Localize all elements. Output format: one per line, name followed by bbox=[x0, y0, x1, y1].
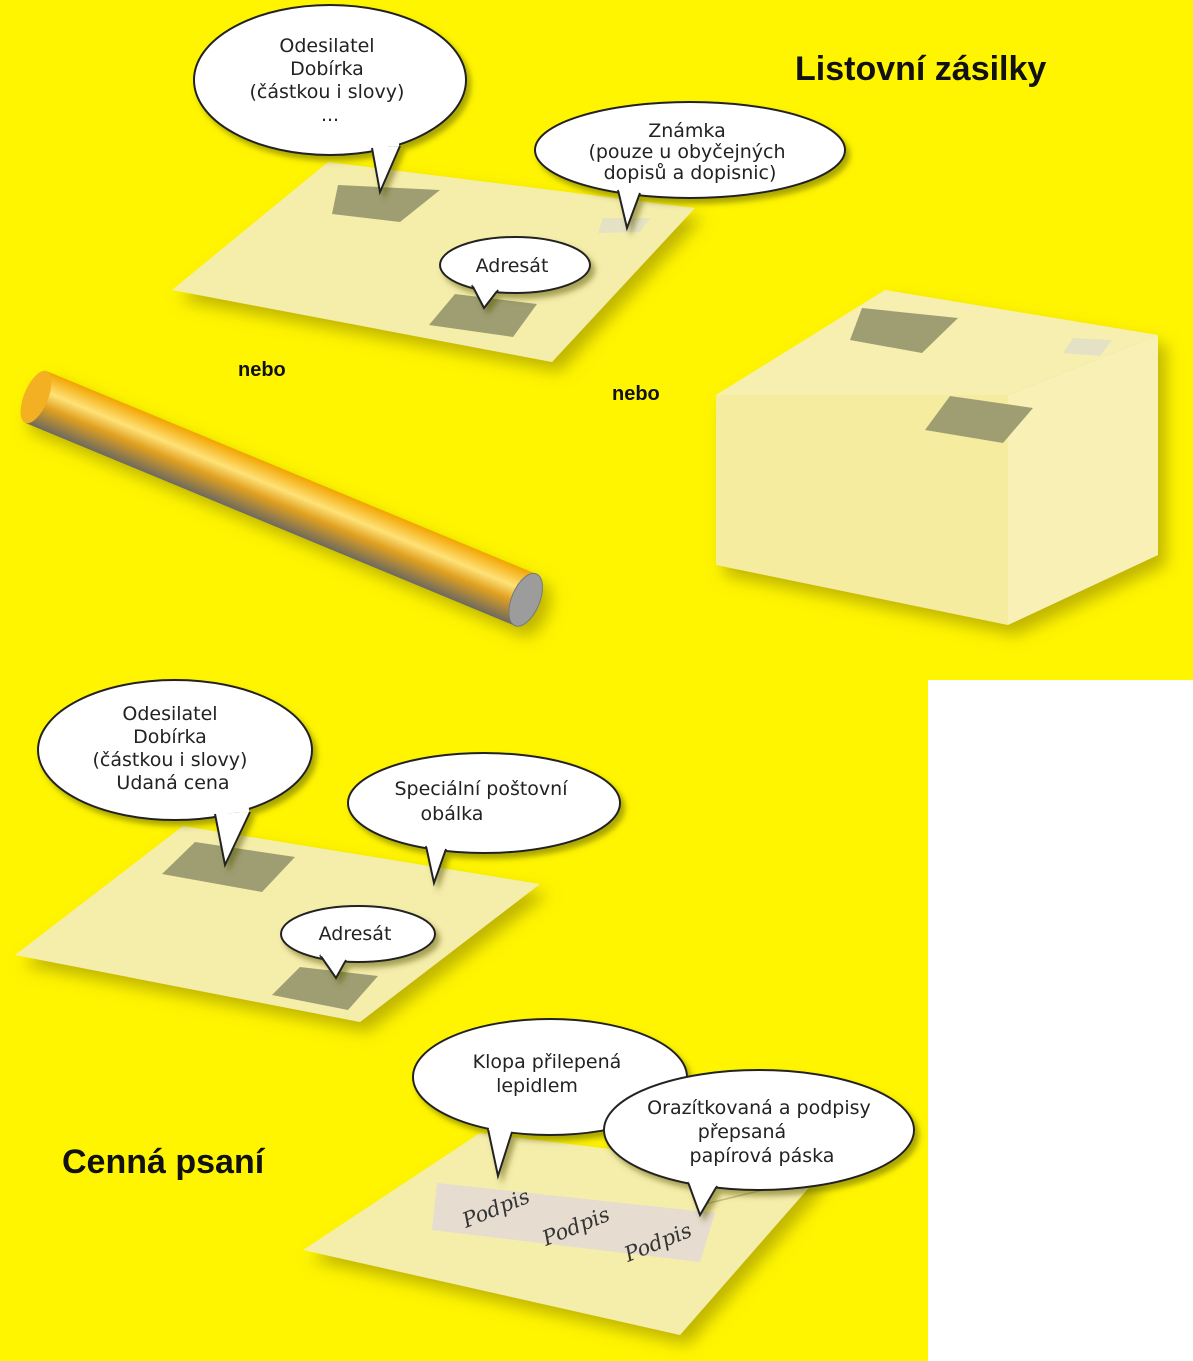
bubble-sender-bottom-line: Udaná cena bbox=[116, 772, 229, 794]
bubble-tape-line: přepsaná bbox=[698, 1121, 786, 1143]
bubble-sender-top-line: Dobírka bbox=[290, 58, 364, 80]
bubble-stamp-line: Známka bbox=[648, 120, 726, 142]
bubble-special-envelope-line: Speciální poštovní bbox=[394, 778, 568, 800]
bubble-special-envelope-line: obálka bbox=[421, 803, 484, 825]
title-cenna-psani: Cenná psaní bbox=[62, 1143, 266, 1181]
bubble-flap-line: lepidlem bbox=[496, 1075, 578, 1097]
bubble-sender-top-line: ... bbox=[321, 104, 339, 126]
bubble-recipient-bottom-text: Adresát bbox=[319, 923, 392, 945]
bubble-recipient-top-text: Adresát bbox=[476, 255, 549, 277]
bubble-stamp-line: dopisů a dopisnic) bbox=[604, 162, 777, 184]
bubble-sender-bottom-line: Odesilatel bbox=[122, 703, 217, 725]
bubble-flap-line: Klopa přilepená bbox=[473, 1051, 622, 1073]
separator-nebo-left: nebo bbox=[238, 359, 286, 381]
bubble-tape-line: papírová páska bbox=[690, 1145, 835, 1167]
bubble-sender-bottom-line: Dobírka bbox=[133, 726, 207, 748]
title-listovni-zasilky: Listovní zásilky bbox=[795, 50, 1046, 88]
separator-nebo-right: nebo bbox=[612, 383, 660, 405]
bubble-sender-top-line: (částkou i slovy) bbox=[250, 81, 405, 103]
bubble-sender-bottom-line: (částkou i slovy) bbox=[93, 749, 248, 771]
bubble-tape-line: Orazítkovaná a podpisy bbox=[647, 1097, 871, 1119]
bubble-stamp-line: (pouze u obyčejných bbox=[588, 141, 785, 163]
bubble-sender-top-line: Odesilatel bbox=[279, 35, 374, 57]
